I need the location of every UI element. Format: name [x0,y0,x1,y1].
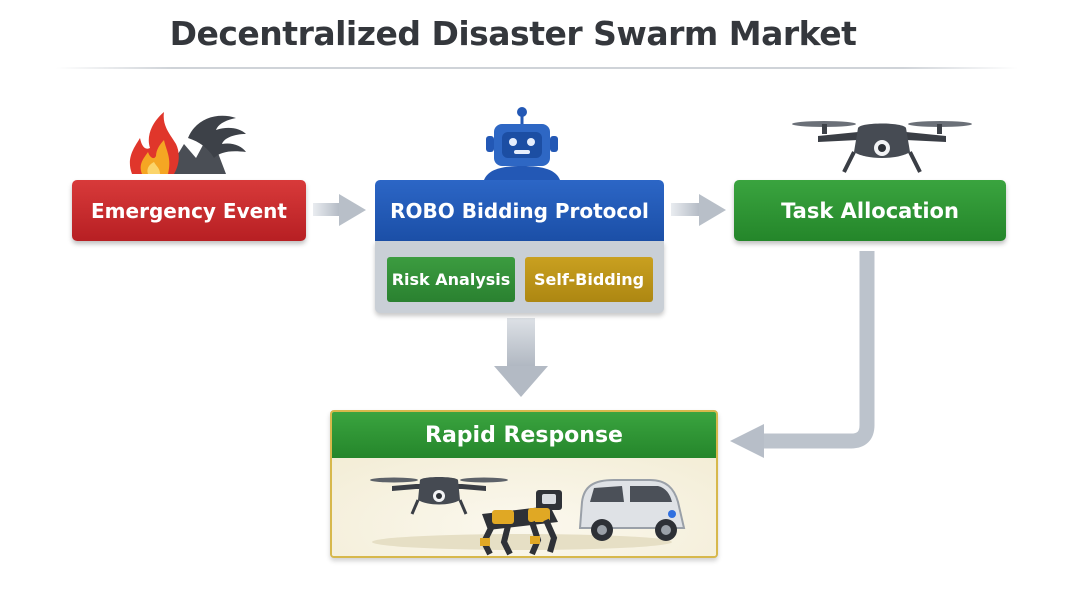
rapid-response-header: Rapid Response [332,412,716,458]
fire-icon [129,112,179,174]
arrow-allocation-to-response [730,251,875,458]
drone-icon [792,121,972,173]
arrow-emergency-to-protocol [313,194,366,226]
title-divider [56,67,1018,69]
arrow-protocol-to-allocation [671,194,726,226]
robot-icon [484,107,560,180]
vehicle-icon [578,479,686,541]
self-bidding-chip: Self-Bidding [525,257,653,302]
robot-dog-icon [480,490,562,556]
rapid-response-node: Rapid Response [330,410,718,558]
emergency-event-node: Emergency Event [72,180,306,241]
diagram-title: Decentralized Disaster Swarm Market [169,14,857,53]
drone-icon [370,477,508,515]
bidding-protocol-node: ROBO Bidding Protocol [375,180,664,241]
risk-analysis-chip: Risk Analysis [387,257,515,302]
protocol-subtasks-panel: Risk Analysis Self-Bidding [375,241,664,313]
arrow-protocol-to-response [494,318,548,397]
task-allocation-node: Task Allocation [734,180,1006,241]
emergency-icon-group [129,112,246,174]
smoke-icon [166,115,246,174]
rapid-response-illustration [332,458,716,556]
